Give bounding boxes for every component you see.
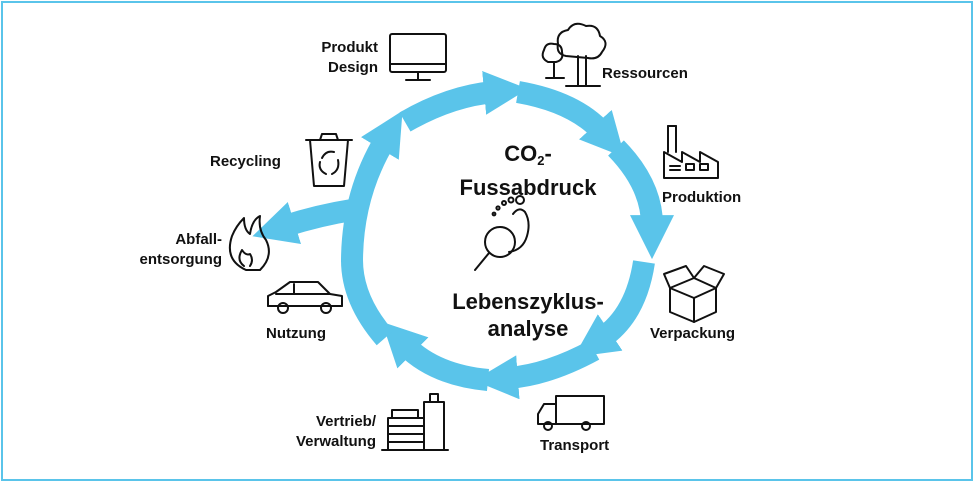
monitor-icon <box>389 33 447 81</box>
stage-label-produktion: Produktion <box>662 189 742 206</box>
box-icon <box>663 265 725 323</box>
stage-label-ressourcen: Ressourcen <box>602 65 688 82</box>
arrow-design-to-ressourcen <box>399 70 528 132</box>
center-title-bottom: Lebenszyklus- analyse <box>440 288 616 342</box>
arrow-verpackung-to-transport <box>573 260 655 358</box>
arrow-transport-to-vertrieb <box>473 340 600 400</box>
stage-label-recycling: Recycling <box>210 153 281 170</box>
center-title-top: CO2- Fussabdruck <box>440 140 616 201</box>
arrow-produktion-to-verpackung <box>607 140 674 260</box>
factory-icon <box>663 125 719 179</box>
stage-label-nutzung: Nutzung <box>266 325 326 342</box>
building-icon <box>381 393 449 451</box>
analyse-label: analyse <box>487 316 569 341</box>
entsorgung-label: entsorgung <box>139 251 223 268</box>
truck-icon <box>537 395 605 431</box>
verwaltung-label: Verwaltung <box>295 433 376 450</box>
trees-icon <box>541 22 607 87</box>
cycle-arrows <box>252 70 674 400</box>
design-label: Design <box>327 59 378 76</box>
trash-recycle-icon <box>305 133 353 187</box>
vertrieb-label: Vertrieb/ <box>315 413 376 430</box>
produkt-label: Produkt <box>321 39 378 56</box>
diagram-frame <box>1 1 973 481</box>
arrow-nutzung-to-top <box>341 259 394 346</box>
co2-co: CO <box>504 141 538 166</box>
footprint-magnifier-icon <box>474 195 530 271</box>
arrow-left-to-abfall <box>252 199 354 245</box>
co2-subscript: 2 <box>537 153 545 168</box>
stage-label-verpackung: Verpackung <box>650 325 736 342</box>
arrow-ressourcen-to-produktion <box>515 81 625 158</box>
fire-icon <box>228 215 270 271</box>
stage-label-transport: Transport <box>540 437 610 454</box>
fussabdruck-label: Fussabdruck <box>459 175 597 200</box>
stage-label-vertrieb: Vertrieb/ Verwaltung <box>262 412 376 452</box>
stage-label-produkt-design: Produkt Design <box>290 38 378 78</box>
co2-heading: CO2- <box>440 140 616 174</box>
lebenszyklus-label: Lebenszyklus- <box>452 289 604 314</box>
abfall-label: Abfall- <box>175 231 222 248</box>
arrow-left-to-recycling <box>341 110 403 263</box>
car-icon <box>267 281 343 314</box>
arrow-vertrieb-to-nutzung <box>381 321 490 391</box>
stage-label-abfall: Abfall- entsorgung <box>130 230 223 270</box>
co2-suffix: - <box>544 141 552 166</box>
